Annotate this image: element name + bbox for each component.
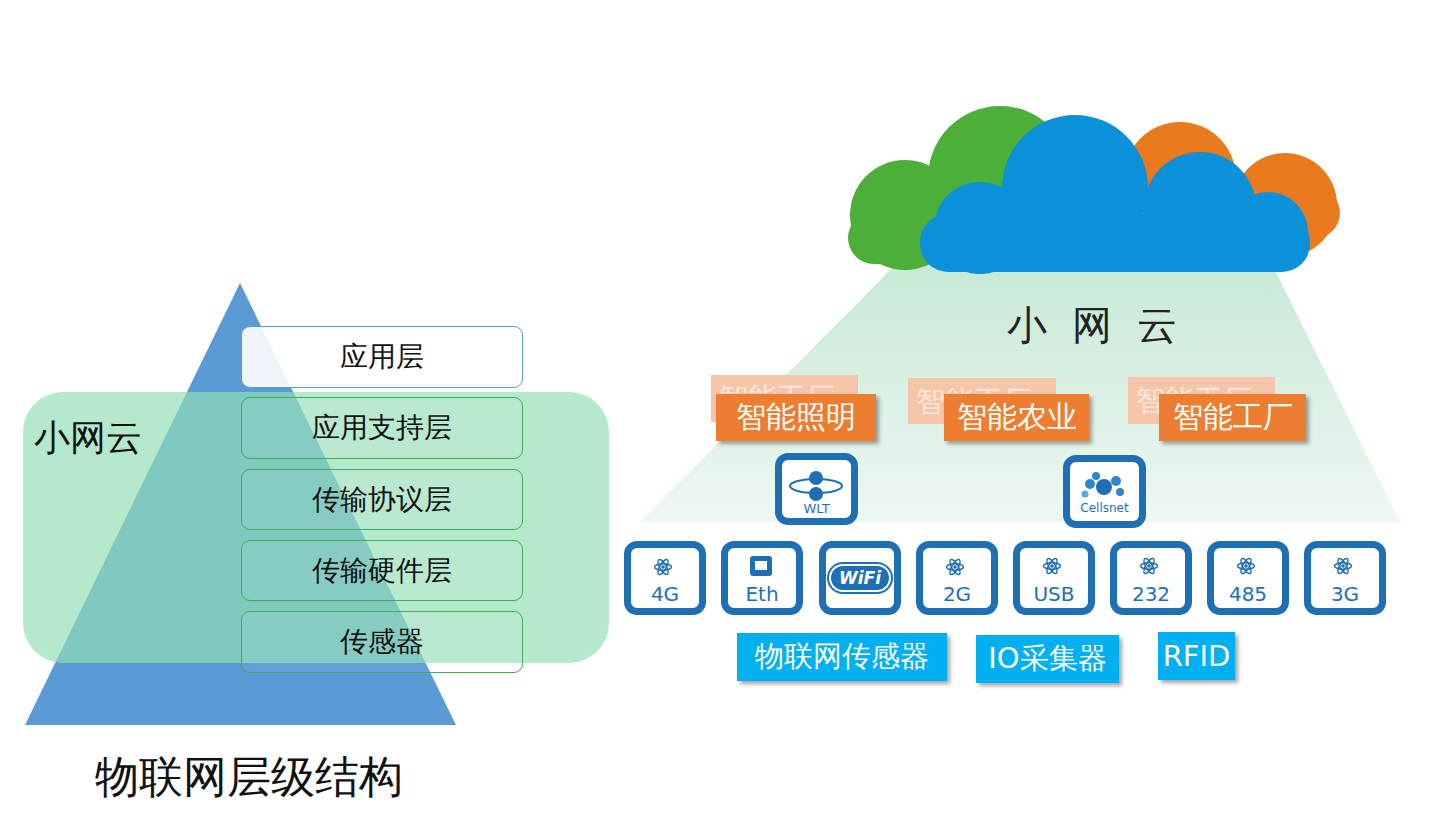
cloud-part bbox=[1120, 188, 1340, 238]
node-label: WLT bbox=[803, 501, 829, 516]
port-hole bbox=[755, 561, 767, 570]
interface-box: 232 bbox=[1110, 541, 1192, 615]
cloud-part bbox=[1144, 152, 1256, 264]
atom-icon bbox=[1335, 557, 1352, 575]
application-box: 智能照明 bbox=[716, 394, 876, 441]
cloud-green bbox=[848, 106, 1108, 270]
cloud-orange bbox=[1120, 122, 1340, 257]
trapezoid-fill bbox=[640, 230, 1400, 522]
dot bbox=[809, 487, 823, 501]
diagram-caption: 物联网层级结构 bbox=[95, 748, 403, 807]
dot bbox=[1096, 479, 1112, 495]
interface-box: Eth bbox=[721, 541, 803, 615]
cloud-platform: 小 网 云智能工厂智能工厂智能工厂智能照明智能农业智能工厂WLTCellsnet bbox=[640, 230, 1400, 522]
platform-icon: Cellsnet bbox=[1063, 455, 1146, 528]
node-label: 传输硬件层 bbox=[312, 552, 452, 590]
layer-box: 应用支持层 bbox=[241, 397, 523, 459]
layer-box: 传感器 bbox=[241, 611, 523, 673]
node-label: 传输协议层 bbox=[312, 481, 452, 519]
platform-icon: WLT bbox=[775, 453, 858, 525]
cloud-part bbox=[1002, 115, 1148, 261]
ethernet-icon bbox=[750, 556, 772, 576]
cloud-part bbox=[1228, 192, 1308, 272]
node-label: 2G bbox=[943, 582, 971, 606]
node-label: 应用支持层 bbox=[312, 409, 452, 447]
port-body bbox=[750, 556, 772, 576]
node-label: 传感器 bbox=[340, 623, 424, 661]
atom-icon bbox=[947, 558, 964, 576]
cloud-part bbox=[850, 160, 960, 270]
dot bbox=[1082, 491, 1089, 498]
node-label: 485 bbox=[1229, 582, 1267, 606]
dot bbox=[1116, 488, 1124, 496]
device-box: IO采集器 bbox=[976, 635, 1119, 683]
node-label: IO采集器 bbox=[988, 639, 1106, 679]
node-label: 智能工厂 bbox=[1173, 397, 1293, 438]
node-label: 应用层 bbox=[340, 338, 424, 376]
node-label: 3G bbox=[1331, 582, 1359, 606]
interface-box: WiFi bbox=[819, 541, 901, 615]
node-label: RFID bbox=[1163, 639, 1231, 673]
layer-box: 传输协议层 bbox=[241, 469, 523, 530]
platform-label: 小 网 云 bbox=[970, 298, 1220, 353]
node-label: 智能农业 bbox=[957, 397, 1077, 438]
layer-box: 传输硬件层 bbox=[241, 540, 523, 601]
cloud-part bbox=[848, 212, 1108, 264]
cloud-blue bbox=[920, 115, 1310, 274]
atom-icon bbox=[1044, 557, 1061, 575]
atom-icon bbox=[655, 558, 672, 576]
group-band: 小网云 应用支持层传输协议层传输硬件层传感器 bbox=[23, 392, 609, 663]
dot bbox=[1085, 479, 1095, 489]
atom-icon bbox=[1141, 557, 1158, 575]
interface-box: USB bbox=[1013, 541, 1095, 615]
interface-box: 2G bbox=[916, 541, 998, 615]
node-label: USB bbox=[1033, 582, 1074, 606]
node-label: Cellsnet bbox=[1080, 501, 1128, 515]
wlt-logo bbox=[790, 471, 842, 501]
node-label: 智能照明 bbox=[736, 397, 856, 438]
node-label: 232 bbox=[1132, 582, 1170, 606]
band-label: 小网云 bbox=[34, 414, 142, 463]
node-label: Eth bbox=[745, 582, 778, 606]
layer-box: 应用层 bbox=[241, 326, 523, 388]
dot bbox=[1092, 472, 1100, 480]
wifi-logo: WiFi bbox=[831, 566, 889, 590]
cloud-part bbox=[1124, 122, 1236, 234]
device-box: RFID bbox=[1158, 632, 1235, 680]
interface-box: 485 bbox=[1207, 541, 1289, 615]
dot bbox=[809, 471, 823, 485]
node-label: 物联网传感器 bbox=[755, 637, 929, 677]
cellsnet-logo bbox=[1082, 472, 1125, 498]
cloud-part bbox=[1233, 153, 1337, 257]
dot bbox=[1111, 476, 1121, 486]
cloud-part bbox=[920, 214, 1310, 272]
cloud-part bbox=[928, 106, 1072, 250]
application-box: 智能农业 bbox=[944, 394, 1089, 441]
cloud-part bbox=[934, 182, 1026, 274]
interface-box: 3G bbox=[1304, 541, 1386, 615]
orbit bbox=[790, 479, 842, 493]
node-label: 4G bbox=[651, 582, 679, 606]
device-box: 物联网传感器 bbox=[737, 633, 947, 681]
atom-icon bbox=[1238, 557, 1255, 575]
interface-box: 4G bbox=[624, 541, 706, 615]
application-box: 智能工厂 bbox=[1159, 394, 1306, 441]
